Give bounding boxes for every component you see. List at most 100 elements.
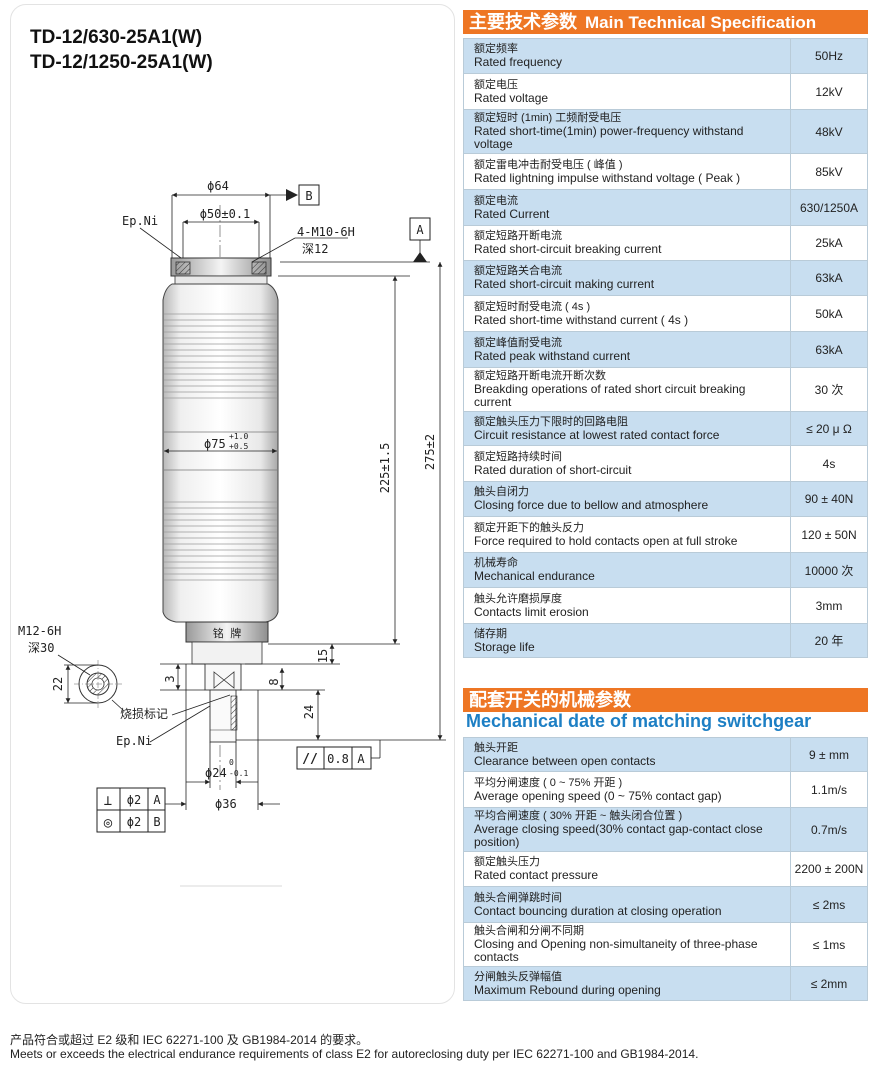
- mech-cn: 触头开距: [474, 741, 518, 754]
- spec-cn: 额定开距下的触头反力: [474, 521, 584, 534]
- datum-b-arrow: [286, 189, 298, 201]
- bottom-thread-view: [74, 660, 122, 708]
- spec-value: 85kV: [790, 153, 868, 190]
- spec-value: 90 ± 40N: [790, 481, 868, 517]
- mech-value: 1.1m/s: [790, 771, 868, 808]
- moving-stem: [204, 663, 242, 743]
- dim-24-label: 24: [302, 705, 316, 719]
- thread-top-label: 4-M10-6H: [297, 225, 355, 239]
- dim-inner-dia: ϕ50±0.1: [200, 207, 251, 221]
- dim-outer-dia: ϕ64: [207, 179, 229, 193]
- mech-cn: 额定触头压力: [474, 856, 540, 868]
- spec-cn: 触头允许磨损厚度: [474, 592, 562, 605]
- nameplate-label: 铭 牌: [213, 626, 242, 640]
- table-row: 平均合闸速度 ( 30% 开距 ~ 触头闭合位置 )Average closin…: [463, 807, 868, 852]
- model-title-630: TD-12/630-25A1(W): [30, 27, 203, 48]
- dim-22-label: 22: [51, 677, 65, 691]
- spec-cn: 额定峰值耐受电流: [474, 336, 562, 349]
- spec-en: Storage life: [474, 639, 535, 654]
- mech-value: ≤ 2ms: [790, 886, 868, 923]
- spec-value: 48kV: [790, 109, 868, 154]
- parallel-ref: A: [357, 752, 365, 766]
- spec-cn: 触头自闭力: [474, 486, 529, 498]
- spec-en: Rated short-circuit breaking current: [474, 242, 662, 256]
- spec-value: 50Hz: [790, 38, 868, 74]
- mech-en: Maximum Rebound during opening: [474, 982, 661, 997]
- dim-15-label: 15: [316, 649, 330, 663]
- spec-value: 10000 次: [790, 552, 868, 588]
- spec-value: 630/1250A: [790, 189, 868, 226]
- top-flange: [170, 257, 272, 285]
- body-dia-tol-upper: +1.0: [229, 432, 248, 441]
- mech-en: Average opening speed (0 ~ 75% contact g…: [474, 788, 722, 803]
- body-dia-label: ϕ75: [204, 437, 226, 451]
- spec-en: Contacts limit erosion: [474, 604, 589, 619]
- table-row: 额定短时耐受电流 ( 4s )Rated short-time withstan…: [463, 295, 868, 332]
- erosion-mark-label: 烧损标记: [120, 707, 168, 721]
- mech-header-cn: 配套开关的机械参数: [469, 690, 631, 710]
- spec-en: Rated short-time(1min) power-frequency w…: [474, 124, 744, 151]
- height-inner-label: 225±1.5: [378, 443, 392, 494]
- mech-cn: 平均合闸速度 ( 30% 开距 ~ 触头闭合位置 ): [474, 810, 683, 822]
- spec-cn: 额定短路持续时间: [474, 450, 562, 463]
- spec-value: 20 年: [790, 623, 868, 658]
- spec-value: ≤ 20 μ Ω: [790, 411, 868, 446]
- spec-en: Rated short-time withstand current ( 4s …: [474, 312, 689, 327]
- spec-value: 63kA: [790, 331, 868, 368]
- parallel-symbol: //: [302, 752, 318, 767]
- spec-en: Rated lightning impulse withstand voltag…: [474, 170, 741, 185]
- datum-b-box: [298, 184, 320, 206]
- mech-en: Closing and Opening non-simultaneity of …: [474, 937, 758, 964]
- spec-value: 4s: [790, 445, 868, 482]
- spec-value: 30 次: [790, 367, 868, 412]
- mech-cn: 触头合闸弹跳时间: [474, 891, 562, 904]
- spec-en: Rated voltage: [474, 90, 549, 105]
- spec-cn: 额定短路开断电流: [474, 230, 562, 242]
- perp-ref: A: [153, 793, 161, 807]
- spec-cn: 额定雷电冲击耐受电压 ( 峰值 ): [474, 158, 623, 171]
- spec-en: Rated duration of short-circuit: [474, 462, 632, 477]
- dim-8-label: 8: [267, 678, 281, 685]
- plating-top-label: Ep.Ni: [122, 214, 158, 228]
- spec-en: Rated short-circuit making current: [474, 277, 655, 291]
- datum-a-triangle: [413, 252, 427, 262]
- body-dia-tol-lower: +0.5: [229, 442, 248, 451]
- conc-tol: ϕ2: [127, 815, 141, 829]
- spec-cn: 额定短路开断电流开断次数: [474, 370, 606, 382]
- spec-en: Circuit resistance at lowest rated conta…: [474, 427, 720, 442]
- stem-tol-upper: 0: [229, 758, 234, 767]
- thread-top-depth: 深12: [302, 242, 328, 256]
- mech-value: ≤ 2mm: [790, 966, 868, 1001]
- mech-header-en: Mechanical date of matching switchgear: [466, 711, 812, 731]
- bottom-left-leaders: [57, 654, 231, 743]
- spec-en: Mechanical endurance: [474, 569, 595, 583]
- spec-en: Breakding operations of rated short circ…: [474, 382, 746, 409]
- parallel-tolerance-frame: [296, 740, 381, 770]
- geometric-tolerance-frames: [96, 787, 166, 833]
- spec-value: 3mm: [790, 587, 868, 624]
- conc-symbol: ◎: [104, 815, 113, 831]
- datum-a-label: A: [416, 223, 424, 237]
- spec-cn: 额定电流: [474, 194, 518, 207]
- perp-tol: ϕ2: [127, 793, 141, 807]
- spec-cn: 额定触头压力下限时的回路电阻: [474, 415, 628, 428]
- main-spec-header-en: Main Technical Specification: [585, 13, 817, 32]
- mech-en: Average closing speed(30% contact gap-co…: [474, 822, 763, 849]
- stem-dia-label: ϕ24: [205, 766, 227, 780]
- nameplate-ring: 铭 牌: [185, 621, 269, 665]
- plating-bottom-label: Ep.Ni: [116, 734, 152, 748]
